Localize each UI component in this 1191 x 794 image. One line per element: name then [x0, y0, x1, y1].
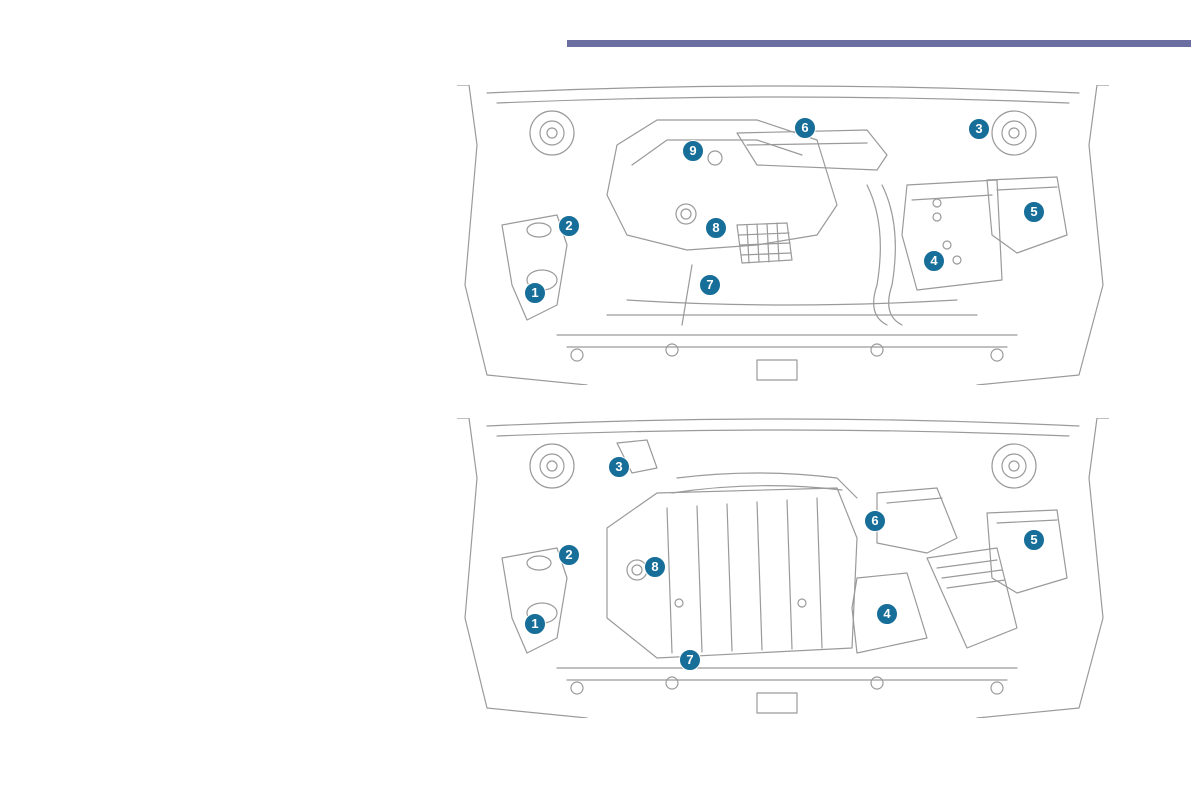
- callout-8: 8: [705, 217, 727, 239]
- callout-5: 5: [1023, 529, 1045, 551]
- header-rule: [567, 40, 1191, 47]
- engine-bay-illustration-top: 1 2 3 4 5 6 7 8 9: [457, 85, 1109, 385]
- callout-7: 7: [699, 274, 721, 296]
- callout-9: 9: [682, 140, 704, 162]
- callout-6: 6: [864, 510, 886, 532]
- callout-2: 2: [558, 544, 580, 566]
- callout-4: 4: [876, 603, 898, 625]
- callout-1: 1: [524, 613, 546, 635]
- callout-4: 4: [923, 250, 945, 272]
- callout-8: 8: [644, 556, 666, 578]
- callout-1: 1: [524, 282, 546, 304]
- engine-bay-illustration-bottom: 1 2 3 4 5 6 7 8: [457, 418, 1109, 718]
- callout-3: 3: [608, 456, 630, 478]
- engine-bay-drawing-bottom: [457, 418, 1109, 718]
- callout-5: 5: [1023, 201, 1045, 223]
- callout-7: 7: [679, 649, 701, 671]
- callout-6: 6: [794, 117, 816, 139]
- callout-3: 3: [968, 118, 990, 140]
- engine-bay-drawing-top: [457, 85, 1109, 385]
- callout-2: 2: [558, 215, 580, 237]
